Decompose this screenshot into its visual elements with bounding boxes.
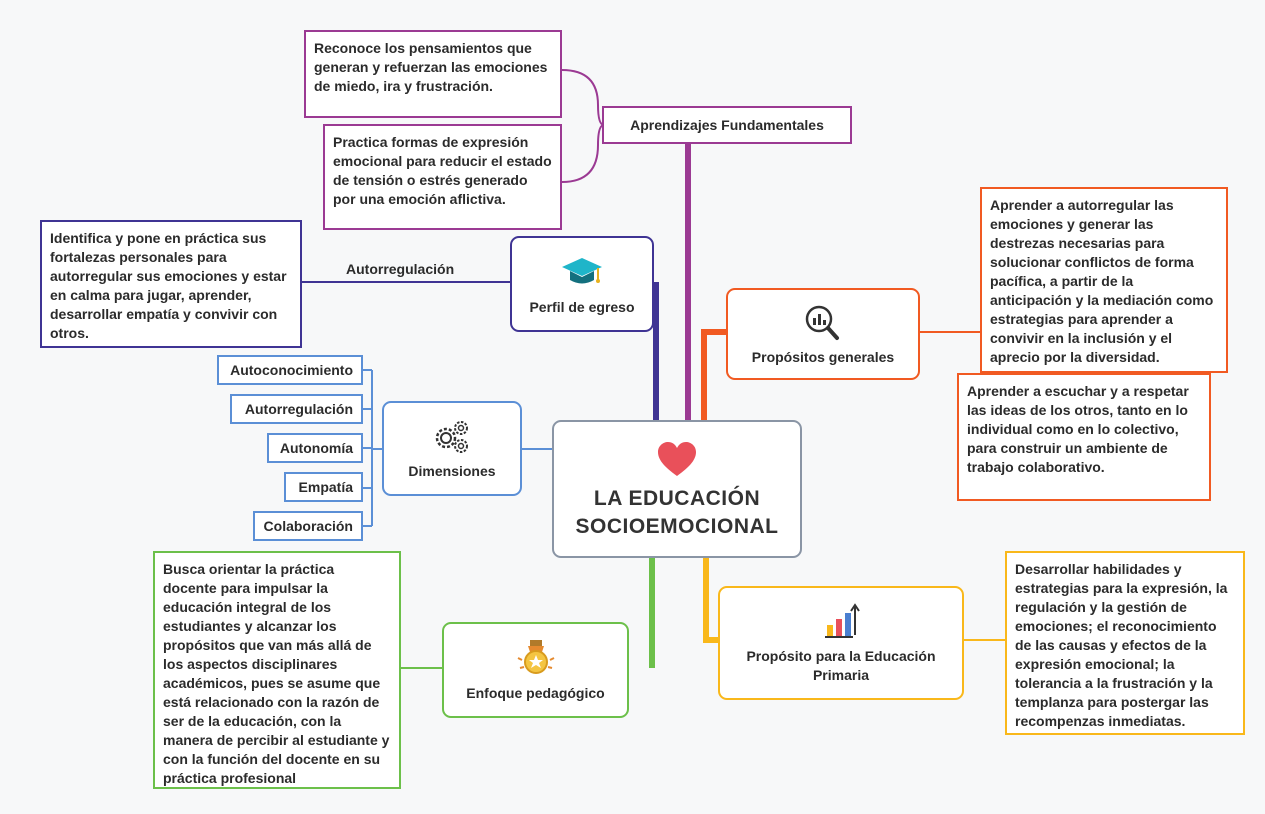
enfoque-pedagogico-node[interactable]: Enfoque pedagógico <box>442 622 629 718</box>
gears-icon <box>435 421 468 453</box>
medal-icon <box>517 639 554 674</box>
primaria-leaf: Desarrollar habilidades y estrategias pa… <box>1005 551 1245 735</box>
dimension-item-colaboracion[interactable]: Colaboración <box>253 511 363 541</box>
propositos-leaf-2: Aprender a escuchar y a respetar las ide… <box>957 373 1211 501</box>
propositos-leaf-1: Aprender a autorregular las emociones y … <box>980 187 1228 373</box>
aprendizaje-leaf-2: Practica formas de expresión emocional p… <box>323 124 562 230</box>
heart-icon <box>658 442 696 476</box>
dimensiones-label: Dimensiones <box>408 463 496 479</box>
central-topic[interactable]: LA EDUCACIÓN SOCIOEMOCIONAL <box>552 420 802 558</box>
propositos-generales-node[interactable]: Propósitos generales <box>726 288 920 380</box>
aprendizajes-label: Aprendizajes Fundamentales <box>630 117 824 133</box>
primaria-label: Propósito para la Educación Primaria <box>746 648 936 683</box>
aprendizajes-fundamentales-node[interactable]: Aprendizajes Fundamentales <box>602 106 852 144</box>
dimension-item-autorregulacion[interactable]: Autorregulación <box>230 394 363 424</box>
dimension-item-empatia[interactable]: Empatía <box>284 472 363 502</box>
dimensiones-node[interactable]: Dimensiones <box>382 401 522 496</box>
enfoque-leaf: Busca orientar la práctica docente para … <box>153 551 401 789</box>
enfoque-label: Enfoque pedagógico <box>466 684 605 701</box>
proposito-primaria-node[interactable]: Propósito para la Educación Primaria <box>718 586 964 700</box>
perfil-label: Perfil de egreso <box>529 298 635 315</box>
dimension-item-autoconocimiento[interactable]: Autoconocimiento <box>217 355 363 385</box>
perfil-leaf: Identifica y pone en práctica sus fortal… <box>40 220 302 348</box>
aprendizaje-leaf-1: Reconoce los pensamientos que generan y … <box>304 30 562 118</box>
graduation-cap-icon <box>562 257 602 283</box>
bar-chart-up-icon <box>825 603 860 638</box>
dimension-item-autonomia[interactable]: Autonomía <box>267 433 363 463</box>
propositos-label: Propósitos generales <box>751 348 895 365</box>
magnifier-chart-icon <box>805 305 839 340</box>
central-title-line-1: LA EDUCACIÓN <box>593 487 761 510</box>
perfil-de-egreso-node[interactable]: Perfil de egreso <box>510 236 654 332</box>
autorregulacion-branch-label: Autorregulación <box>346 261 455 277</box>
central-title-line-2: SOCIOEMOCIONAL <box>575 515 779 538</box>
